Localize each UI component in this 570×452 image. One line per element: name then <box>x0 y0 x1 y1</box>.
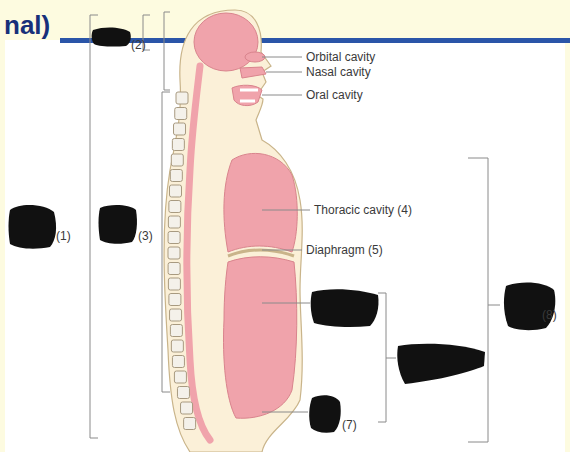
slide-title: nal) <box>4 10 50 40</box>
vertebra <box>171 154 183 166</box>
vertebra <box>175 108 187 120</box>
bracket <box>90 15 98 438</box>
oral-cavity <box>232 85 262 105</box>
bracket <box>162 92 170 392</box>
callout-number: (2) <box>131 38 146 52</box>
callout-number: (3) <box>138 229 153 243</box>
vertebra <box>172 356 184 368</box>
callout-number: (1) <box>56 229 71 243</box>
redaction-mark <box>397 344 485 384</box>
vertebra <box>168 247 180 259</box>
vertebra <box>170 170 182 182</box>
vertebra <box>184 418 196 430</box>
nasal-cavity <box>240 67 266 78</box>
vertebra <box>169 294 181 306</box>
vertebra <box>176 92 188 104</box>
vertebra <box>170 309 182 321</box>
side-band <box>565 0 570 452</box>
vertebra <box>177 387 189 399</box>
vertebra <box>168 278 180 290</box>
bracket <box>468 158 500 442</box>
cavity-label: Orbital cavity <box>306 50 375 64</box>
vertebra <box>181 402 193 414</box>
vertebra <box>168 232 180 244</box>
teeth <box>240 90 258 101</box>
redaction-mark <box>504 283 555 331</box>
cavity-label: Thoracic cavity (4) <box>314 203 412 217</box>
redaction-mark <box>309 395 341 433</box>
vertebra <box>171 340 183 352</box>
structure-label: Diaphragm (5) <box>306 243 383 257</box>
vertebra <box>168 263 180 275</box>
redaction-mark <box>9 205 57 249</box>
spinal-canal <box>187 66 210 440</box>
vertebra <box>168 216 180 228</box>
redaction-mark <box>99 205 137 244</box>
bracket <box>378 293 396 422</box>
cavity-label: Oral cavity <box>306 88 363 102</box>
redaction-mark <box>311 289 379 327</box>
vertebra <box>172 139 184 151</box>
cavity-label: Nasal cavity <box>306 65 371 79</box>
vertebra <box>174 371 186 383</box>
abdominopelvic-cavity <box>224 257 297 419</box>
callout-number: (8) <box>542 308 557 322</box>
vertebra <box>170 185 182 197</box>
diaphragm <box>228 250 294 256</box>
vertebra <box>169 201 181 213</box>
cranial-cavity <box>194 13 258 71</box>
bracket <box>164 12 170 90</box>
body-silhouette <box>164 10 302 452</box>
redaction-mark <box>92 28 131 47</box>
callout-number: (7) <box>342 418 357 432</box>
vertebra <box>170 325 182 337</box>
header-band <box>0 0 570 40</box>
thoracic-cavity <box>224 153 297 252</box>
leader-line <box>262 57 310 412</box>
side-band <box>0 0 5 452</box>
vertebra <box>174 123 186 135</box>
